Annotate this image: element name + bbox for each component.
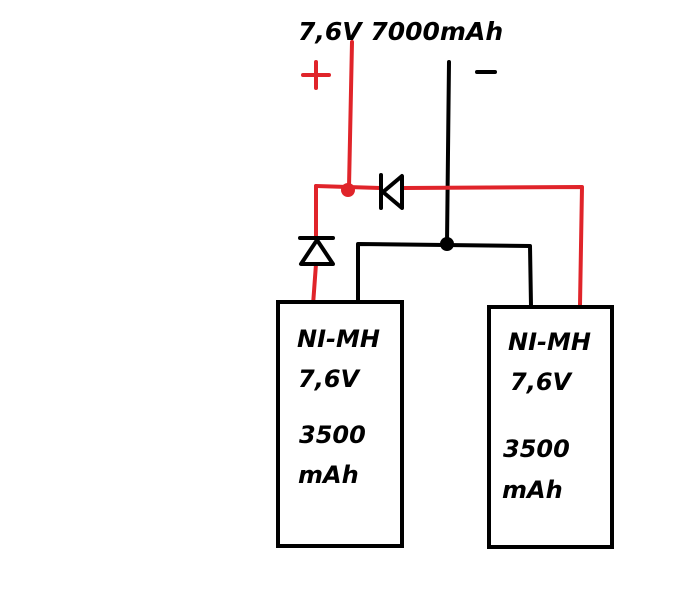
diode-d1 (379, 173, 404, 210)
battery-1-voltage: 7,6V (298, 365, 362, 393)
battery-2-capacity-value: 3500 (503, 435, 570, 463)
pack-rating-title: 7,6V 7000mAh (298, 17, 503, 46)
battery-2-capacity-unit: mAh (502, 476, 563, 504)
battery-2-voltage: 7,6V (510, 368, 574, 396)
battery-2-type: NI-MH (508, 328, 591, 356)
positive-junction-node (341, 183, 355, 197)
battery-1: NI-MH 7,6V 3500 mAh (276, 300, 404, 548)
battery-2: NI-MH 7,6V 3500 mAh (487, 305, 614, 549)
battery-1-capacity-unit: mAh (298, 461, 359, 489)
negative-wires (356, 60, 533, 308)
negative-junction-node (440, 237, 454, 251)
battery-1-type: NI-MH (297, 325, 380, 353)
positive-terminal-symbol (301, 60, 331, 90)
battery-1-capacity-value: 3500 (299, 421, 366, 449)
diode-d2 (298, 236, 335, 266)
